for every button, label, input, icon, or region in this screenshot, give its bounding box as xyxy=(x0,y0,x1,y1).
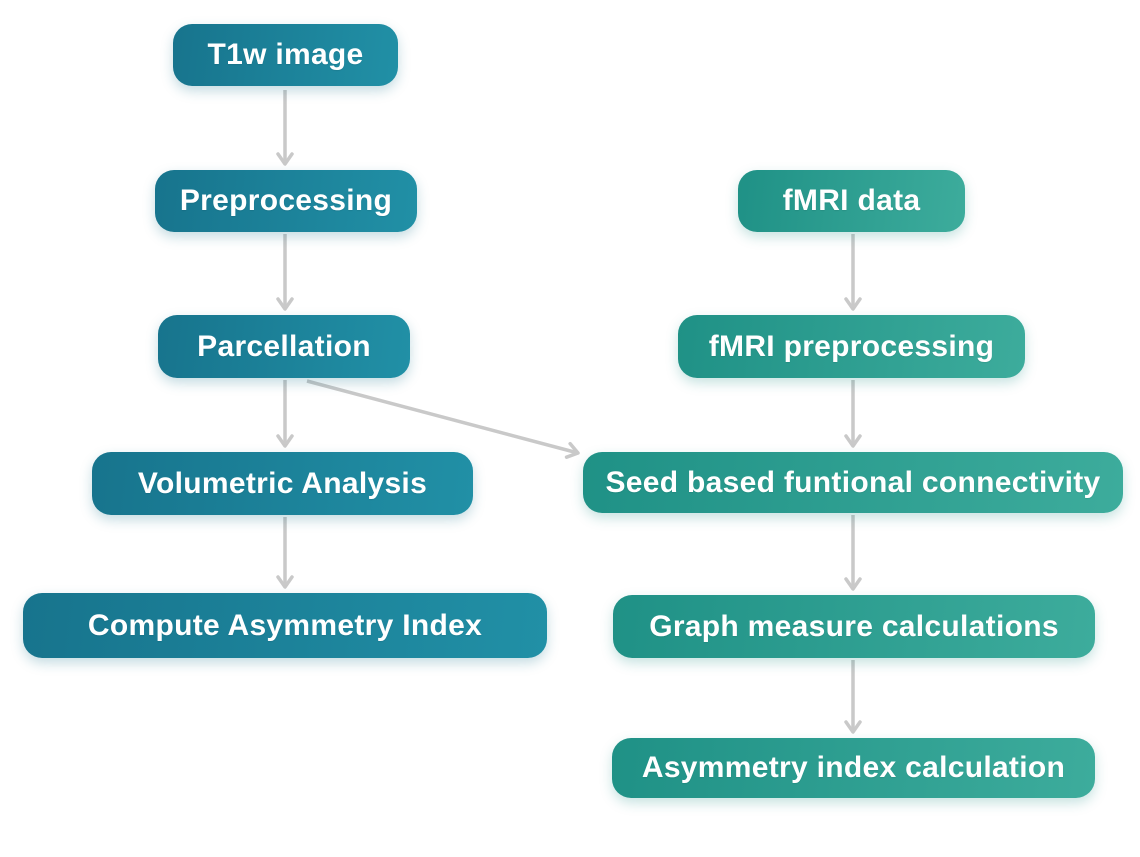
node-parcellation: Parcellation xyxy=(158,315,410,378)
node-asymmetry-index-calculation: Asymmetry index calculation xyxy=(612,738,1095,798)
node-compute-asymmetry-index: Compute Asymmetry Index xyxy=(23,593,547,658)
node-preprocessing: Preprocessing xyxy=(155,170,417,232)
node-fmri-preprocessing: fMRI preprocessing xyxy=(678,315,1025,378)
arrow-parcellation-to-seed-connectivity xyxy=(306,379,580,459)
node-volumetric-analysis: Volumetric Analysis xyxy=(92,452,473,515)
node-t1w-image: T1w image xyxy=(173,24,398,86)
node-fmri-data: fMRI data xyxy=(738,170,965,232)
node-seed-based-functional-connectivity: Seed based funtional connectivity xyxy=(583,452,1123,513)
node-graph-measure-calculations: Graph measure calculations xyxy=(613,595,1095,658)
